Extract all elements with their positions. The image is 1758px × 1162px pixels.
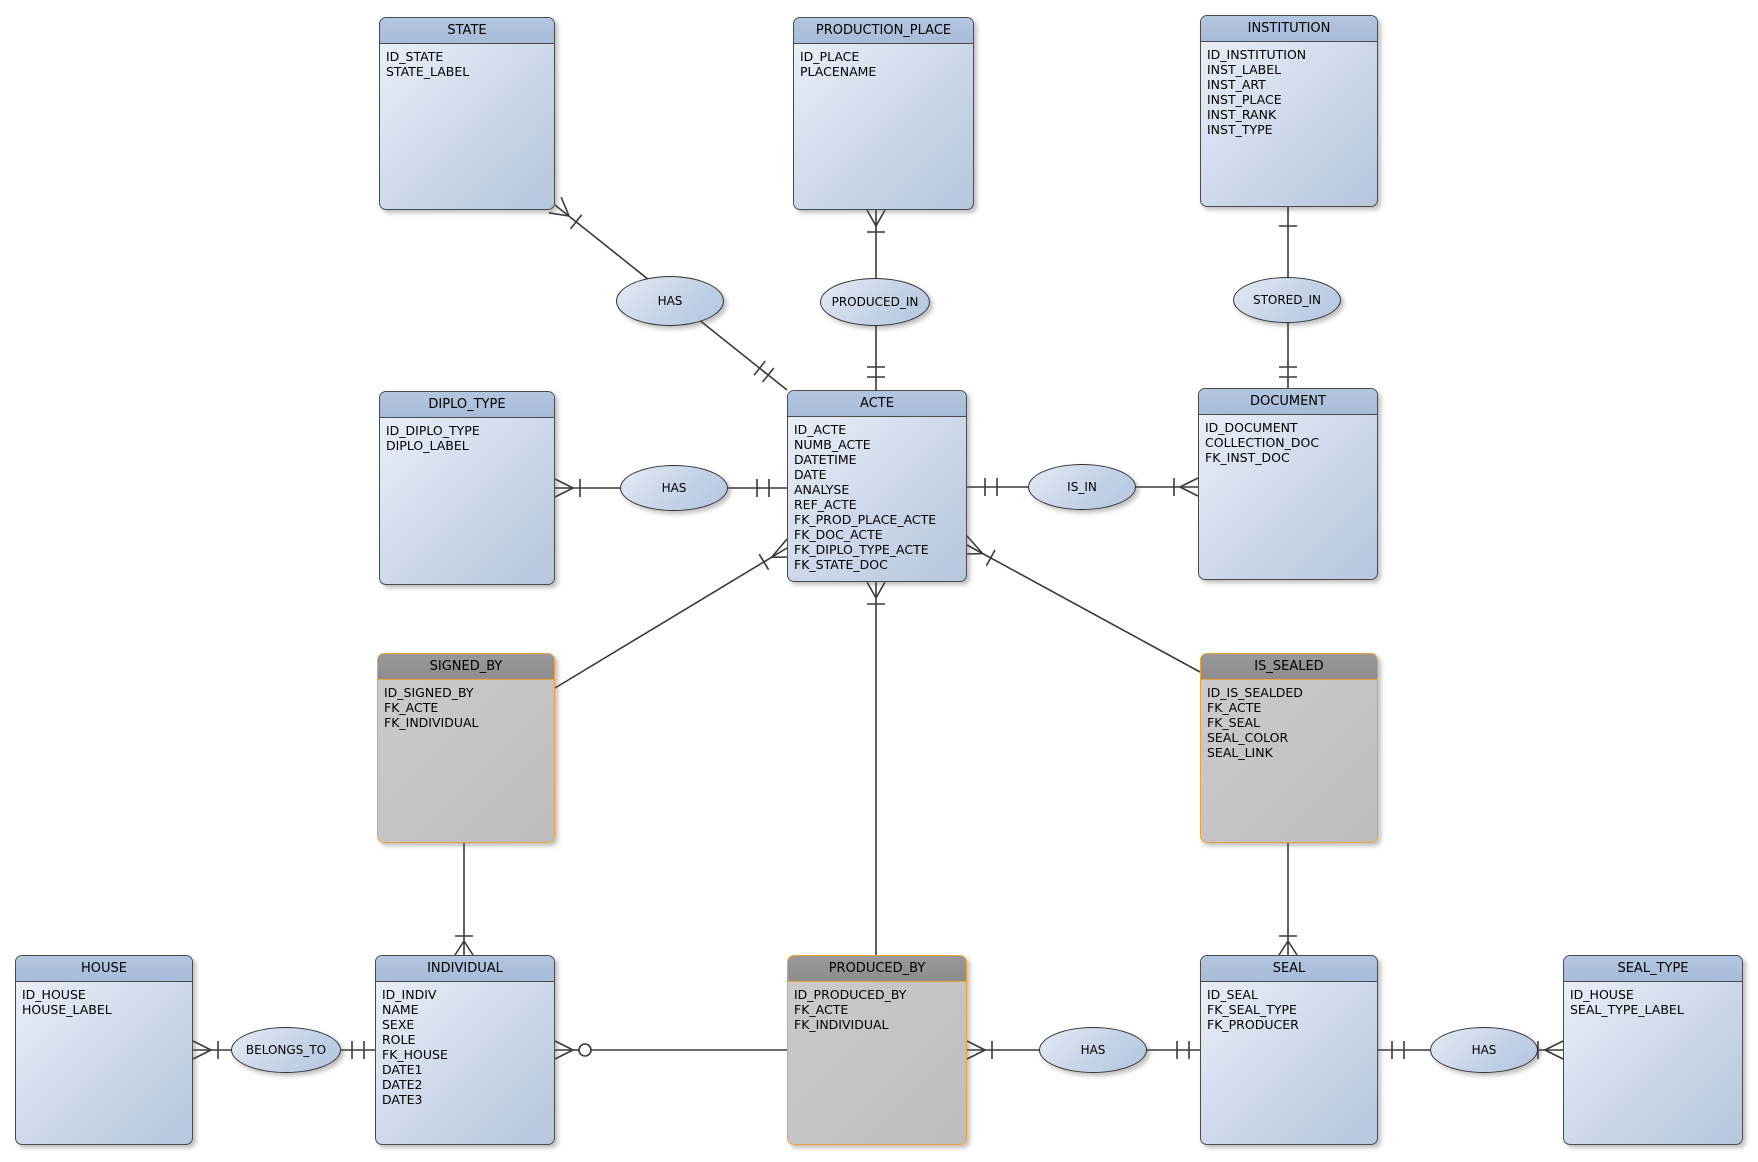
entity-individual[interactable]: INDIVIDUAL ID_INDIV NAME SEXE ROLE FK_HO… — [375, 955, 555, 1145]
entity-acte-fields: ID_ACTE NUMB_ACTE DATETIME DATE ANALYSE … — [794, 422, 937, 572]
relationship-label: BELONGS_TO — [245, 1043, 327, 1057]
line-signedby-individual — [454, 843, 474, 956]
relationship-label: HAS — [661, 481, 687, 495]
entity-institution-title: INSTITUTION — [1201, 16, 1377, 42]
relationship-belongs-to[interactable]: BELONGS_TO — [231, 1027, 341, 1073]
entity-institution-fields: ID_INSTITUTION INST_LABEL INST_ART INST_… — [1207, 47, 1307, 137]
relationship-has-producedby-seal[interactable]: HAS — [1039, 1027, 1147, 1073]
relationship-is-in[interactable]: IS_IN — [1028, 464, 1136, 510]
entity-document-title: DOCUMENT — [1199, 389, 1377, 415]
relationship-produced-in[interactable]: PRODUCED_IN — [820, 278, 930, 326]
entity-individual-fields: ID_INDIV NAME SEXE ROLE FK_HOUSE DATE1 D… — [382, 987, 448, 1107]
entity-acte-title: ACTE — [788, 391, 966, 417]
entity-produced-by-fields: ID_PRODUCED_BY FK_ACTE FK_INDIVIDUAL — [794, 987, 907, 1032]
entity-is-sealed[interactable]: IS_SEALED ID_IS_SEALDED FK_ACTE FK_SEAL … — [1200, 653, 1378, 843]
relationship-label: STORED_IN — [1252, 293, 1322, 307]
entity-diplo-type[interactable]: DIPLO_TYPE ID_DIPLO_TYPE DIPLO_LABEL — [379, 391, 555, 585]
relationship-has-diplo-acte[interactable]: HAS — [620, 465, 728, 511]
line-signedby-acte — [554, 538, 788, 689]
entity-produced-by[interactable]: PRODUCED_BY ID_PRODUCED_BY FK_ACTE FK_IN… — [787, 955, 967, 1145]
line-acte-issealed — [966, 535, 1201, 673]
relationship-label: HAS — [1080, 1043, 1106, 1057]
entity-is-sealed-title: IS_SEALED — [1201, 654, 1377, 680]
entity-state[interactable]: STATE ID_STATE STATE_LABEL — [379, 17, 555, 210]
entity-individual-title: INDIVIDUAL — [376, 956, 554, 982]
entity-production-place-fields: ID_PLACE PLACENAME — [800, 49, 877, 79]
line-acte-producedby — [866, 581, 886, 955]
entity-production-place-title: PRODUCTION_PLACE — [794, 18, 973, 44]
entity-production-place[interactable]: PRODUCTION_PLACE ID_PLACE PLACENAME — [793, 17, 974, 210]
entity-diplo-type-title: DIPLO_TYPE — [380, 392, 554, 418]
entity-document[interactable]: DOCUMENT ID_DOCUMENT COLLECTION_DOC FK_I… — [1198, 388, 1378, 580]
entity-seal-type-title: SEAL_TYPE — [1564, 956, 1742, 982]
relationship-label: HAS — [1471, 1043, 1497, 1057]
relationship-label: HAS — [657, 294, 683, 308]
relationship-has-seal-sealtype[interactable]: HAS — [1430, 1027, 1538, 1073]
entity-house-fields: ID_HOUSE HOUSE_LABEL — [22, 987, 112, 1017]
entity-house-title: HOUSE — [16, 956, 192, 982]
entity-state-title: STATE — [380, 18, 554, 44]
entity-institution[interactable]: INSTITUTION ID_INSTITUTION INST_LABEL IN… — [1200, 15, 1378, 207]
entity-signed-by[interactable]: SIGNED_BY ID_SIGNED_BY FK_ACTE FK_INDIVI… — [377, 653, 555, 843]
entity-is-sealed-fields: ID_IS_SEALDED FK_ACTE FK_SEAL SEAL_COLOR… — [1207, 685, 1303, 760]
entity-seal[interactable]: SEAL ID_SEAL FK_SEAL_TYPE FK_PRODUCER — [1200, 955, 1378, 1145]
relationship-has-state-acte[interactable]: HAS — [616, 276, 724, 326]
line-issealed-seal — [1278, 843, 1298, 956]
relationship-stored-in[interactable]: STORED_IN — [1233, 277, 1341, 323]
entity-acte[interactable]: ACTE ID_ACTE NUMB_ACTE DATETIME DATE ANA… — [787, 390, 967, 582]
entity-house[interactable]: HOUSE ID_HOUSE HOUSE_LABEL — [15, 955, 193, 1145]
entity-seal-type-fields: ID_HOUSE SEAL_TYPE_LABEL — [1570, 987, 1684, 1017]
entity-signed-by-title: SIGNED_BY — [378, 654, 554, 680]
relationship-label: IS_IN — [1067, 480, 1097, 494]
entity-state-fields: ID_STATE STATE_LABEL — [386, 49, 470, 79]
entity-seal-type[interactable]: SEAL_TYPE ID_HOUSE SEAL_TYPE_LABEL — [1563, 955, 1743, 1145]
entity-document-fields: ID_DOCUMENT COLLECTION_DOC FK_INST_DOC — [1205, 420, 1320, 465]
line-individual-producedby — [554, 1040, 787, 1060]
entity-seal-title: SEAL — [1201, 956, 1377, 982]
entity-diplo-type-fields: ID_DIPLO_TYPE DIPLO_LABEL — [386, 423, 480, 453]
entity-seal-fields: ID_SEAL FK_SEAL_TYPE FK_PRODUCER — [1207, 987, 1299, 1032]
entity-signed-by-fields: ID_SIGNED_BY FK_ACTE FK_INDIVIDUAL — [384, 685, 479, 730]
entity-produced-by-title: PRODUCED_BY — [788, 956, 966, 982]
relationship-label: PRODUCED_IN — [831, 295, 919, 309]
